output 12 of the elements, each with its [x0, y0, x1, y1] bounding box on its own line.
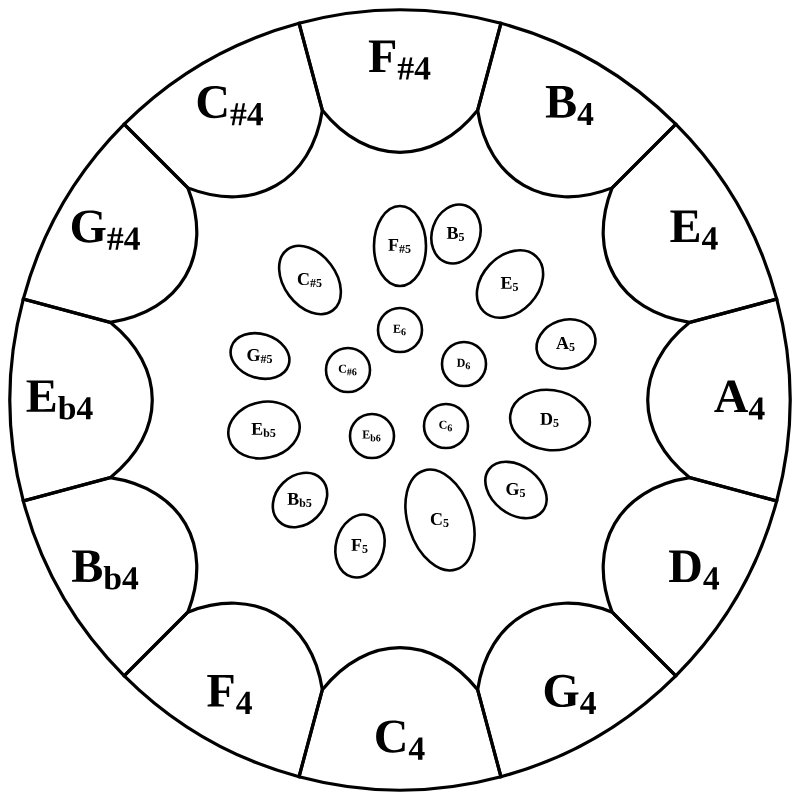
- note-region: F$_{#4}$: [297, 8, 503, 154]
- note-region: D$_{4}$: [601, 476, 779, 678]
- note-region: G$_{4}$: [476, 601, 678, 779]
- note-region: C$_{#4}$: [122, 21, 324, 199]
- note-region: F$_{4}$: [122, 601, 324, 779]
- note-region: G$_{#4}$: [21, 122, 199, 324]
- note-region: C$_{4}$: [297, 646, 503, 792]
- note-region: E$_{4}$: [601, 122, 779, 324]
- note-region: B$_{b4}$: [21, 476, 199, 678]
- note-region: A$_{4}$: [646, 297, 792, 503]
- note-region: B$_{4}$: [476, 21, 678, 199]
- note-region: E$_{b4}$: [8, 297, 154, 503]
